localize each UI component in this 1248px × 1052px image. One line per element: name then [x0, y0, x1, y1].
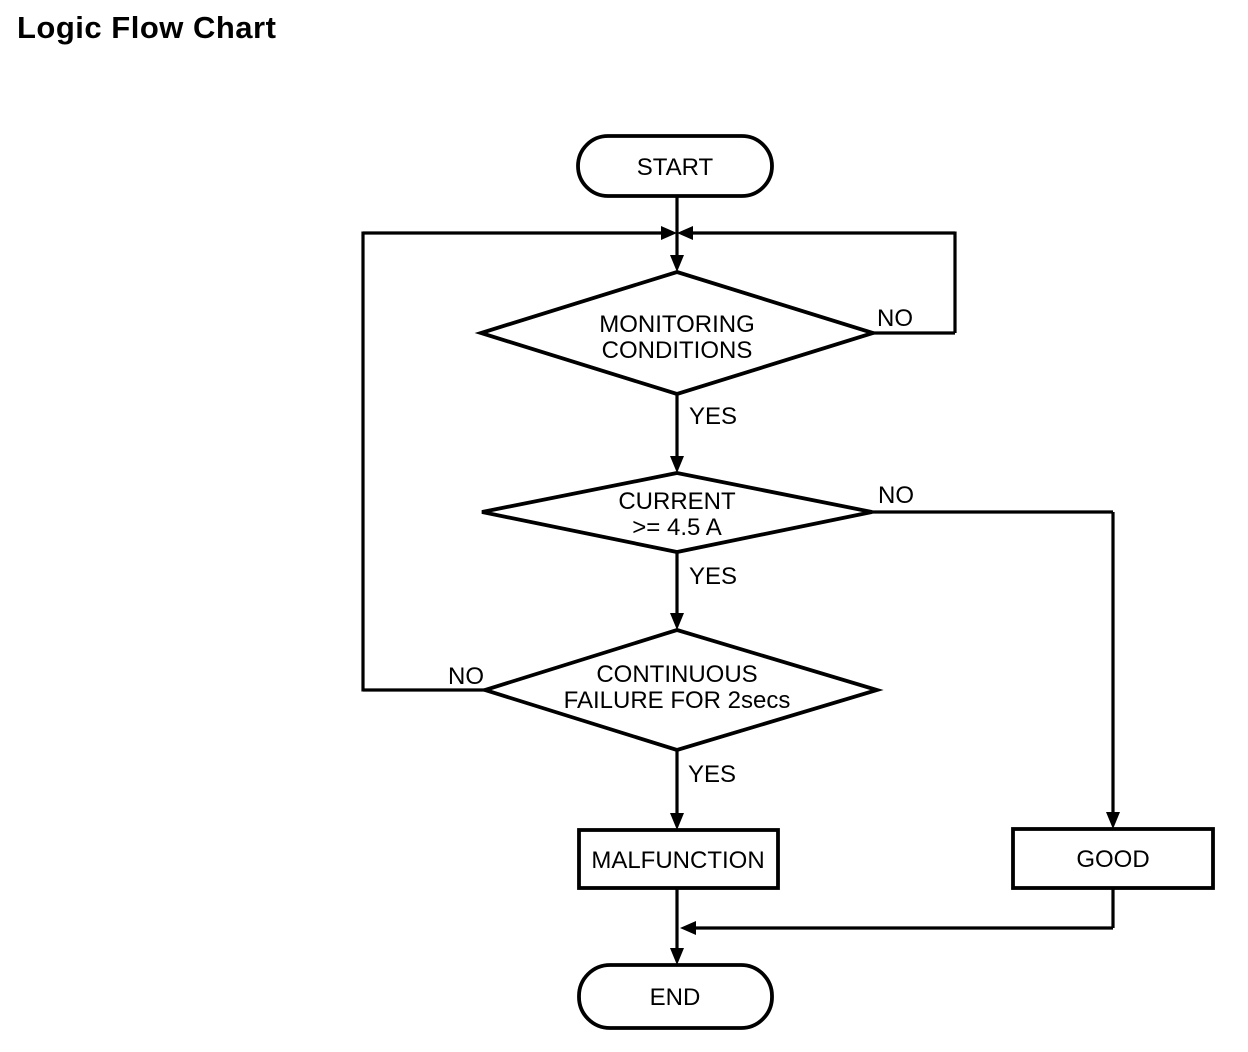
end-node — [577, 963, 774, 1030]
arrowhead-into-continuous — [670, 613, 684, 630]
malfunction-label: MALFUNCTION — [591, 847, 764, 874]
edge-label-monitoring-yes: YES — [689, 403, 737, 430]
arrowhead-into-end — [670, 948, 684, 965]
arrowhead-merge-into-spine — [680, 921, 696, 935]
decision-monitoring-conditions — [474, 270, 880, 396]
end-label: END — [650, 984, 701, 1011]
start-node — [576, 134, 774, 198]
page-title: Logic Flow Chart — [17, 10, 277, 45]
good-node — [1011, 827, 1215, 890]
decision-monitoring-line1: MONITORING — [599, 311, 755, 338]
decision-current-line2: >= 4.5 A — [632, 514, 721, 541]
decision-monitoring-line2: CONDITIONS — [602, 337, 753, 364]
arrowhead-into-malfunction — [670, 813, 684, 830]
decision-current-threshold — [481, 471, 873, 554]
decision-current-line1: CURRENT — [618, 488, 736, 515]
decision-continuous-line2: FAILURE FOR 2secs — [564, 687, 791, 714]
arrowhead-into-monitoring — [670, 255, 684, 272]
arrowhead-left-rail-junction — [661, 226, 677, 240]
edge-label-current-yes: YES — [689, 563, 737, 590]
start-label: START — [637, 154, 714, 181]
edge-label-monitoring-no: NO — [877, 305, 913, 332]
arrowhead-into-good — [1106, 812, 1120, 829]
decision-continuous-failure — [478, 628, 884, 752]
arrowhead-right-rail-junction — [677, 226, 693, 240]
malfunction-node — [577, 828, 780, 890]
good-label: GOOD — [1076, 846, 1149, 873]
edge-label-current-no: NO — [878, 482, 914, 509]
arrowhead-into-current — [670, 456, 684, 473]
decision-continuous-line1: CONTINUOUS — [596, 661, 757, 688]
edge-label-continuous-yes: YES — [688, 761, 736, 788]
edge-label-continuous-no: NO — [448, 663, 484, 690]
